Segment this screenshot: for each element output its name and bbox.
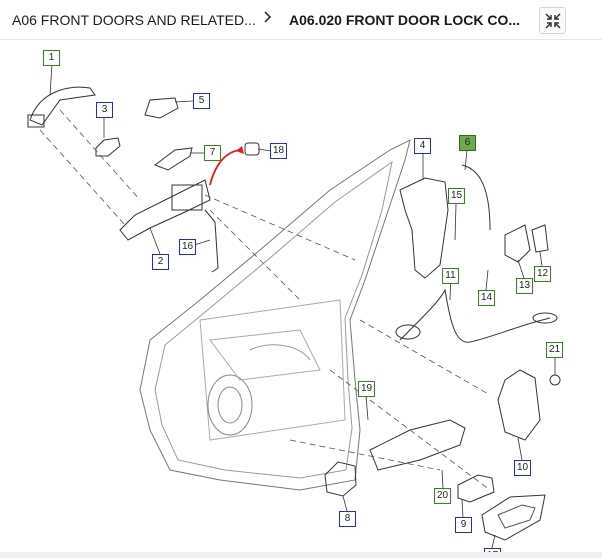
callout-19[interactable]: 19 xyxy=(358,381,375,397)
callout-13[interactable]: 13 xyxy=(516,278,533,294)
chevron-right-icon xyxy=(264,11,272,23)
callout-21[interactable]: 21 xyxy=(546,342,563,358)
callout-20[interactable]: 20 xyxy=(434,488,451,504)
callout-2[interactable]: 2 xyxy=(152,254,169,270)
callout-3[interactable]: 3 xyxy=(96,102,113,118)
callout-9[interactable]: 9 xyxy=(455,517,472,533)
callout-1[interactable]: 1 xyxy=(43,50,60,66)
breadcrumb-parent[interactable]: A06 FRONT DOORS AND RELATED... xyxy=(12,12,256,28)
breadcrumb-header: A06 FRONT DOORS AND RELATED... A06.020 F… xyxy=(0,0,602,40)
callout-12[interactable]: 12 xyxy=(534,266,551,282)
callout-5[interactable]: 5 xyxy=(193,93,210,109)
callout-18[interactable]: 18 xyxy=(270,143,287,159)
callout-4[interactable]: 4 xyxy=(414,138,431,154)
callout-16[interactable]: 16 xyxy=(179,239,196,255)
collapse-arrows-icon xyxy=(545,13,561,29)
callout-7[interactable]: 7 xyxy=(204,145,221,161)
breadcrumb-current: A06.020 FRONT DOOR LOCK CO... xyxy=(289,12,521,28)
callout-10[interactable]: 10 xyxy=(514,460,531,476)
callout-8[interactable]: 8 xyxy=(339,511,356,527)
callout-14[interactable]: 14 xyxy=(478,290,495,306)
collapse-view-button[interactable] xyxy=(539,7,566,34)
callout-6[interactable]: 6 xyxy=(459,135,476,151)
diagram-viewport[interactable]: 1 2 3 4 5 6 7 8 9 10 11 12 13 14 15 16 1… xyxy=(0,40,602,558)
callout-15[interactable]: 15 xyxy=(448,188,465,204)
horizontal-scrollbar[interactable] xyxy=(0,552,602,558)
callout-11[interactable]: 11 xyxy=(442,268,459,284)
door-lock-exploded-diagram xyxy=(27,63,561,549)
